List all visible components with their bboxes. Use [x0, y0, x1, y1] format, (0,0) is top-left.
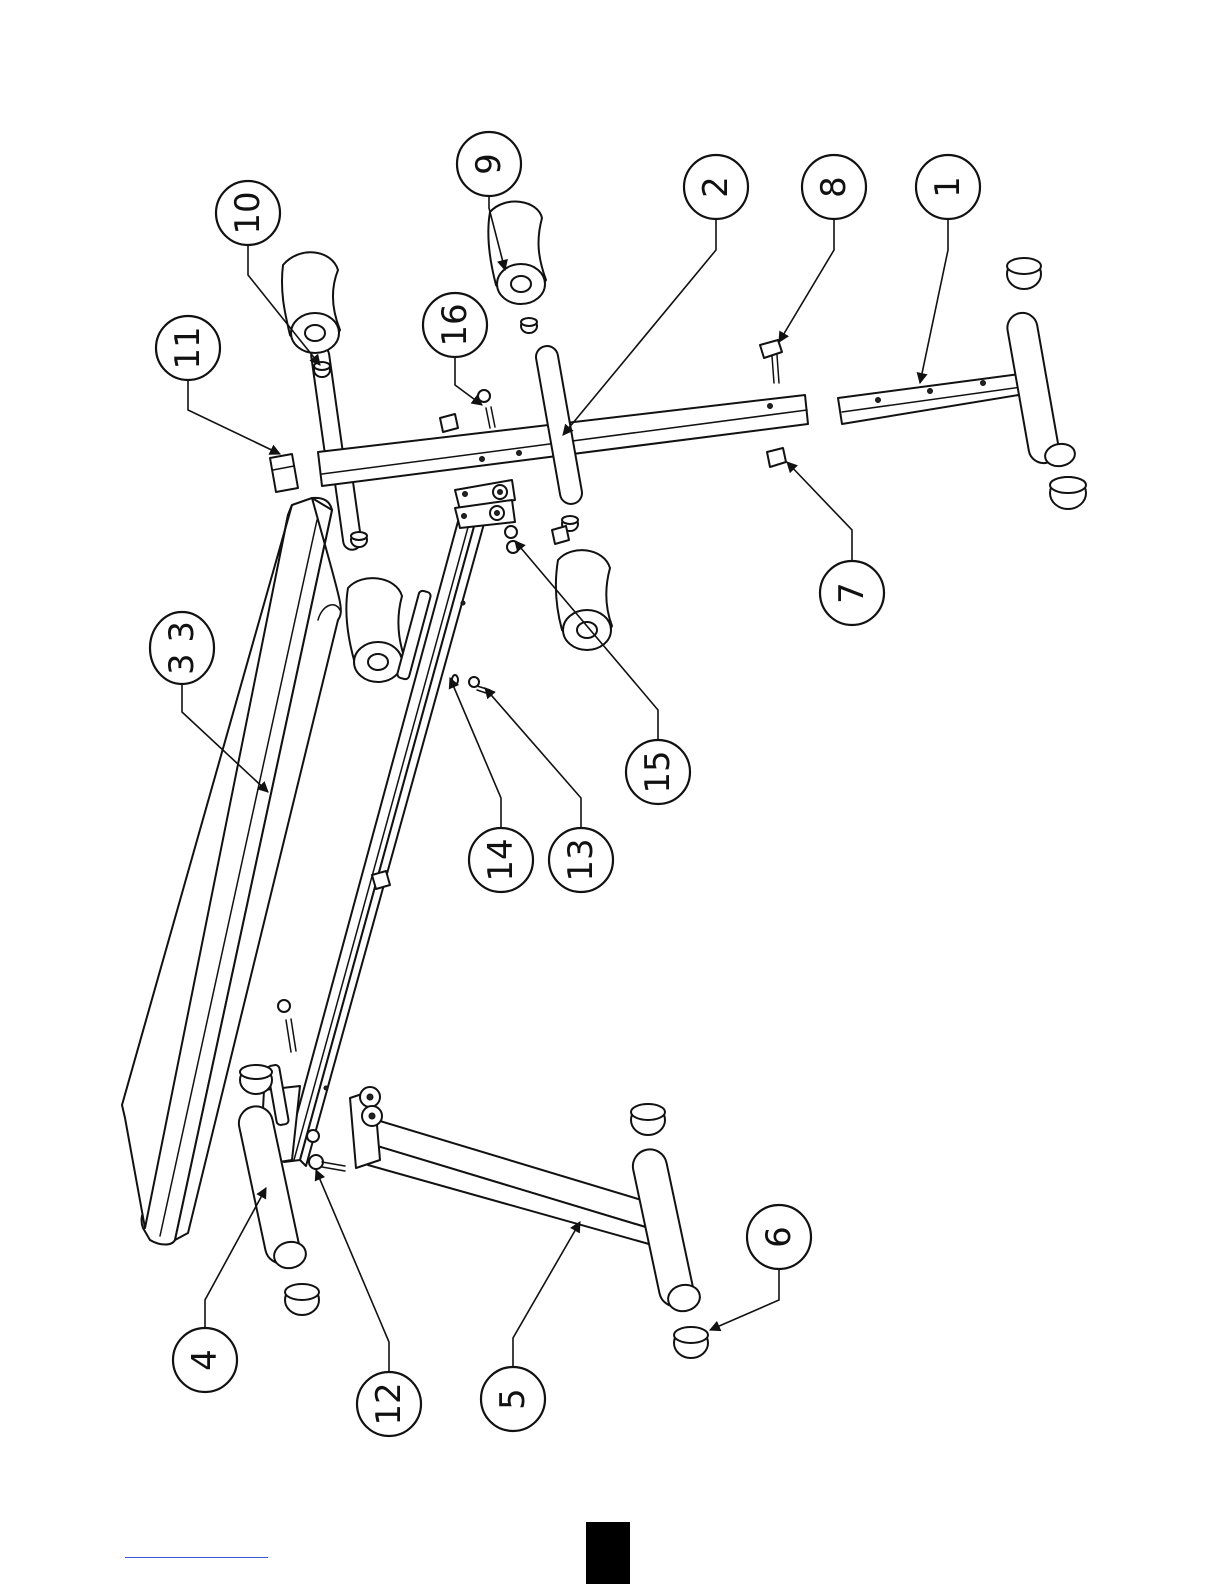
foam-roller [488, 202, 546, 304]
nut [505, 526, 519, 553]
page-number-box [586, 1522, 630, 1584]
foot-cap [285, 1284, 319, 1315]
pop-pin-knob [760, 340, 782, 383]
callout-16: 16 [423, 293, 487, 357]
callout-3: 3 3 [150, 612, 214, 684]
foot-cap [1050, 477, 1086, 509]
bolt [278, 1000, 296, 1052]
square-end-cap [270, 454, 298, 492]
callout-2-label: 2 [696, 176, 736, 198]
callout-11: 11 [156, 316, 220, 380]
callout-7-label: 7 [832, 582, 872, 604]
bolt [469, 677, 490, 694]
callout-8-label: 8 [814, 176, 854, 198]
callout-15-label: 15 [638, 750, 678, 793]
callout-4-label: 4 [185, 1349, 225, 1371]
callout-15: 15 [626, 740, 690, 804]
callout-1: 1 [916, 155, 980, 219]
callout-6-label: 6 [759, 1226, 799, 1248]
callout-2: 2 [684, 155, 748, 219]
nut [307, 1130, 319, 1142]
callout-8: 8 [802, 155, 866, 219]
foot-cap [1007, 258, 1041, 289]
knob [767, 448, 786, 467]
callout-13: 13 [549, 828, 613, 892]
front-foot-tube [838, 311, 1077, 469]
callout-10-label: 10 [228, 191, 268, 234]
callout-5-label: 5 [493, 1388, 533, 1410]
foam-roller [282, 252, 340, 353]
callout-11-label: 11 [168, 326, 208, 369]
foot-cap [631, 1104, 665, 1135]
callout-12: 12 [357, 1372, 421, 1436]
foot-cap [240, 1065, 272, 1094]
callout-5: 5 [481, 1367, 545, 1431]
knob [552, 526, 569, 544]
front-support-tube [310, 344, 808, 551]
callout-9-label: 9 [469, 153, 509, 175]
callout-14: 14 [469, 828, 533, 892]
bolt [309, 1155, 345, 1171]
bushing [351, 532, 367, 547]
callout-4: 4 [173, 1328, 237, 1392]
knob [440, 414, 458, 432]
callout-9: 9 [457, 132, 521, 196]
bushing [521, 318, 537, 333]
bushing [314, 362, 330, 377]
callout-6: 6 [747, 1205, 811, 1269]
footer-link-underline [125, 1557, 268, 1558]
callout-12-label: 12 [369, 1382, 409, 1425]
bolt [478, 390, 495, 428]
callout-16-label: 16 [435, 303, 475, 346]
callout-1-label: 1 [928, 176, 968, 198]
callout-13-label: 13 [561, 838, 601, 881]
foam-roller [346, 578, 404, 682]
callout-7: 7 [820, 561, 884, 625]
callout-10: 10 [216, 181, 280, 245]
callout-14-label: 14 [481, 838, 521, 881]
callout-3-label: 3 3 [162, 621, 202, 675]
foot-cap [674, 1327, 708, 1358]
